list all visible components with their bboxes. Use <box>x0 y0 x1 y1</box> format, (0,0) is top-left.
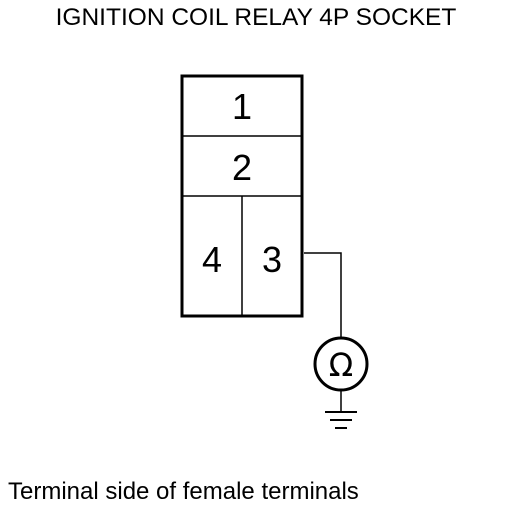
terminal-4-label: 4 <box>202 239 222 280</box>
diagram-caption: Terminal side of female terminals <box>8 478 359 505</box>
diagram-title: IGNITION COIL RELAY 4P SOCKET <box>55 4 457 31</box>
ohm-symbol: Ω <box>329 346 353 384</box>
terminal-1-label: 1 <box>232 86 252 127</box>
terminal-3-label: 3 <box>262 239 282 280</box>
test-lead-wire <box>304 252 342 338</box>
ground-symbol-icon <box>325 411 357 429</box>
terminal-2-label: 2 <box>232 147 252 188</box>
ohmmeter-icon: Ω <box>313 336 369 392</box>
